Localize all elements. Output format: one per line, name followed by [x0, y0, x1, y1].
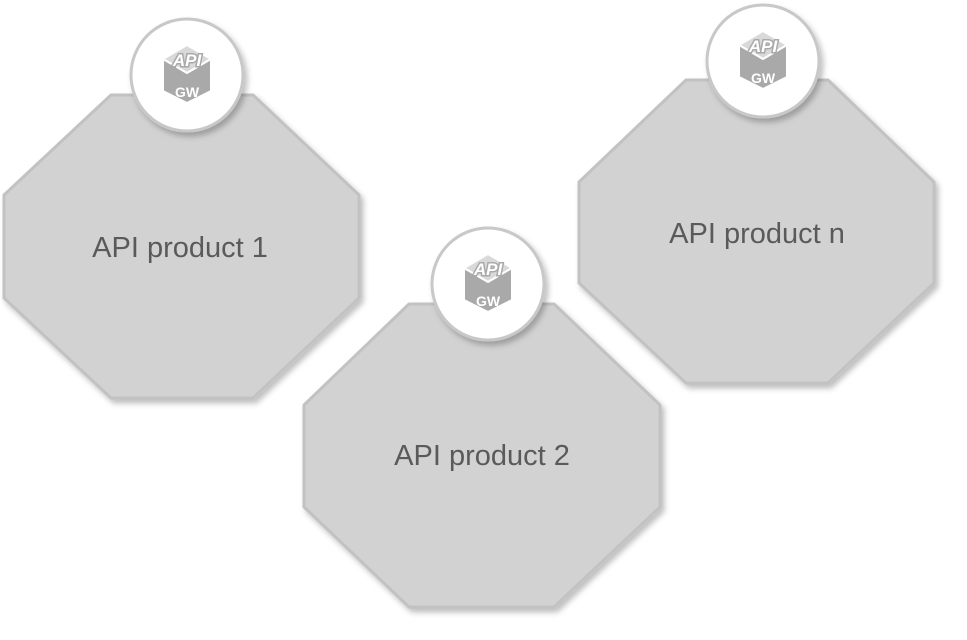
octagon-shape [577, 78, 936, 385]
api-product-node-2: API product 2 API GW [302, 226, 662, 609]
api-text: API [748, 37, 779, 56]
api-gateway-badge: API GW [705, 3, 821, 119]
node-label: API product n [669, 218, 845, 250]
gw-text: GW [175, 84, 200, 100]
api-gateway-icon: API GW [738, 30, 788, 90]
api-gateway-badge: API GW [129, 17, 245, 133]
gw-text: GW [476, 293, 501, 309]
node-label: API product 1 [92, 232, 268, 264]
api-gateway-icon: API GW [463, 253, 513, 313]
octagon-shape [2, 93, 361, 400]
api-text: API [473, 260, 504, 279]
node-label: API product 2 [394, 440, 570, 472]
api-gateway-badge: API GW [430, 226, 546, 342]
api-product-node-n: API product n API GW [577, 3, 936, 385]
api-text: API [172, 51, 203, 70]
octagon-shape [302, 302, 662, 609]
api-gateway-icon: API GW [162, 44, 212, 104]
api-product-node-1: API product 1 API GW [2, 17, 361, 400]
gw-text: GW [751, 70, 776, 86]
